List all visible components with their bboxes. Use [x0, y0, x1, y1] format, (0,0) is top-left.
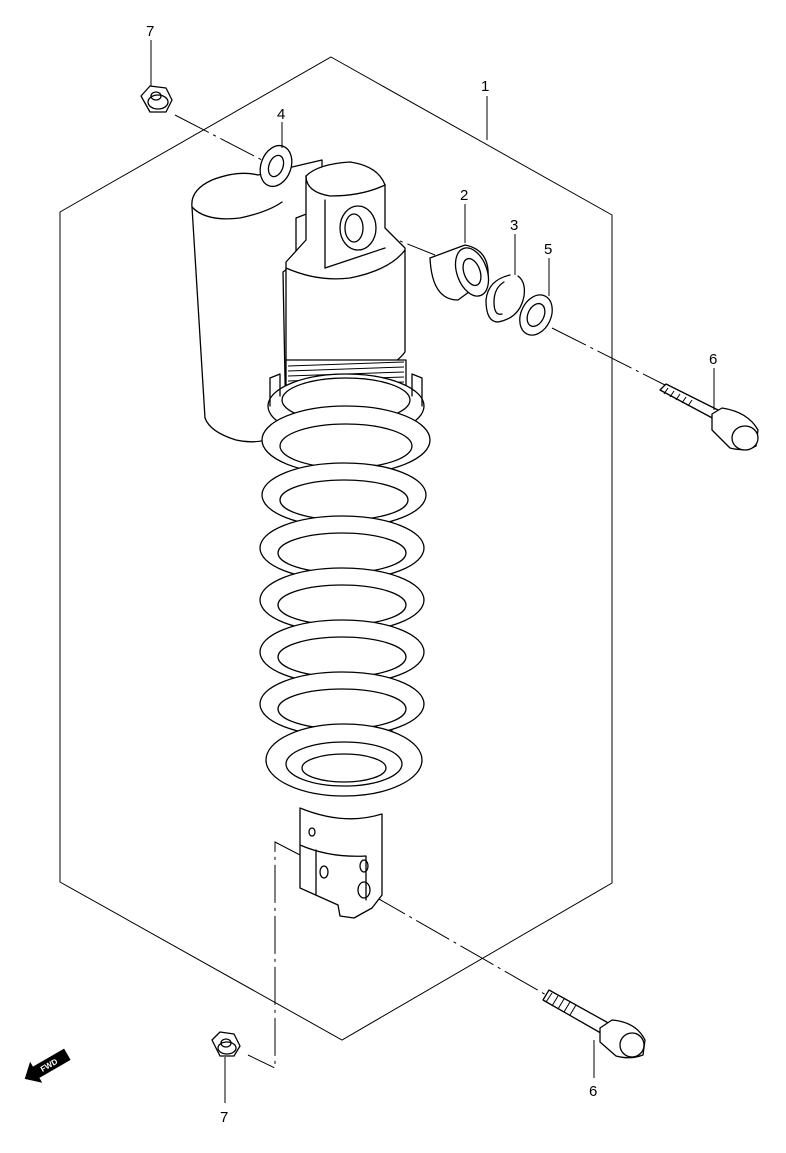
callout-part-6-upper: 6 [709, 351, 717, 368]
coil-spring [259, 405, 431, 797]
assembly-outline [59, 56, 613, 1041]
callout-part-5: 5 [544, 241, 552, 258]
flange-nut-lower [211, 1031, 241, 1057]
bushing-part [429, 244, 490, 301]
fwd-arrow-icon: FWD [24, 1048, 71, 1083]
callout-part-7-lower: 7 [220, 1109, 228, 1126]
leader-lines [150, 40, 715, 1103]
circlip-part [485, 274, 526, 323]
callout-part-1: 1 [481, 78, 489, 95]
lower-clevis [299, 807, 383, 919]
reservoir-canister [191, 159, 323, 443]
bolt-part-upper [659, 383, 759, 451]
callout-part-4: 4 [277, 106, 285, 123]
callout-part-3: 3 [510, 217, 518, 234]
washer-part-4 [259, 144, 293, 188]
washer-part-5 [519, 294, 553, 336]
callout-part-7-upper: 7 [146, 23, 154, 40]
bolt-part-lower [542, 989, 646, 1059]
callout-part-6-lower: 6 [589, 1083, 597, 1100]
callout-part-2: 2 [460, 187, 468, 204]
flange-nut-upper [140, 85, 173, 113]
